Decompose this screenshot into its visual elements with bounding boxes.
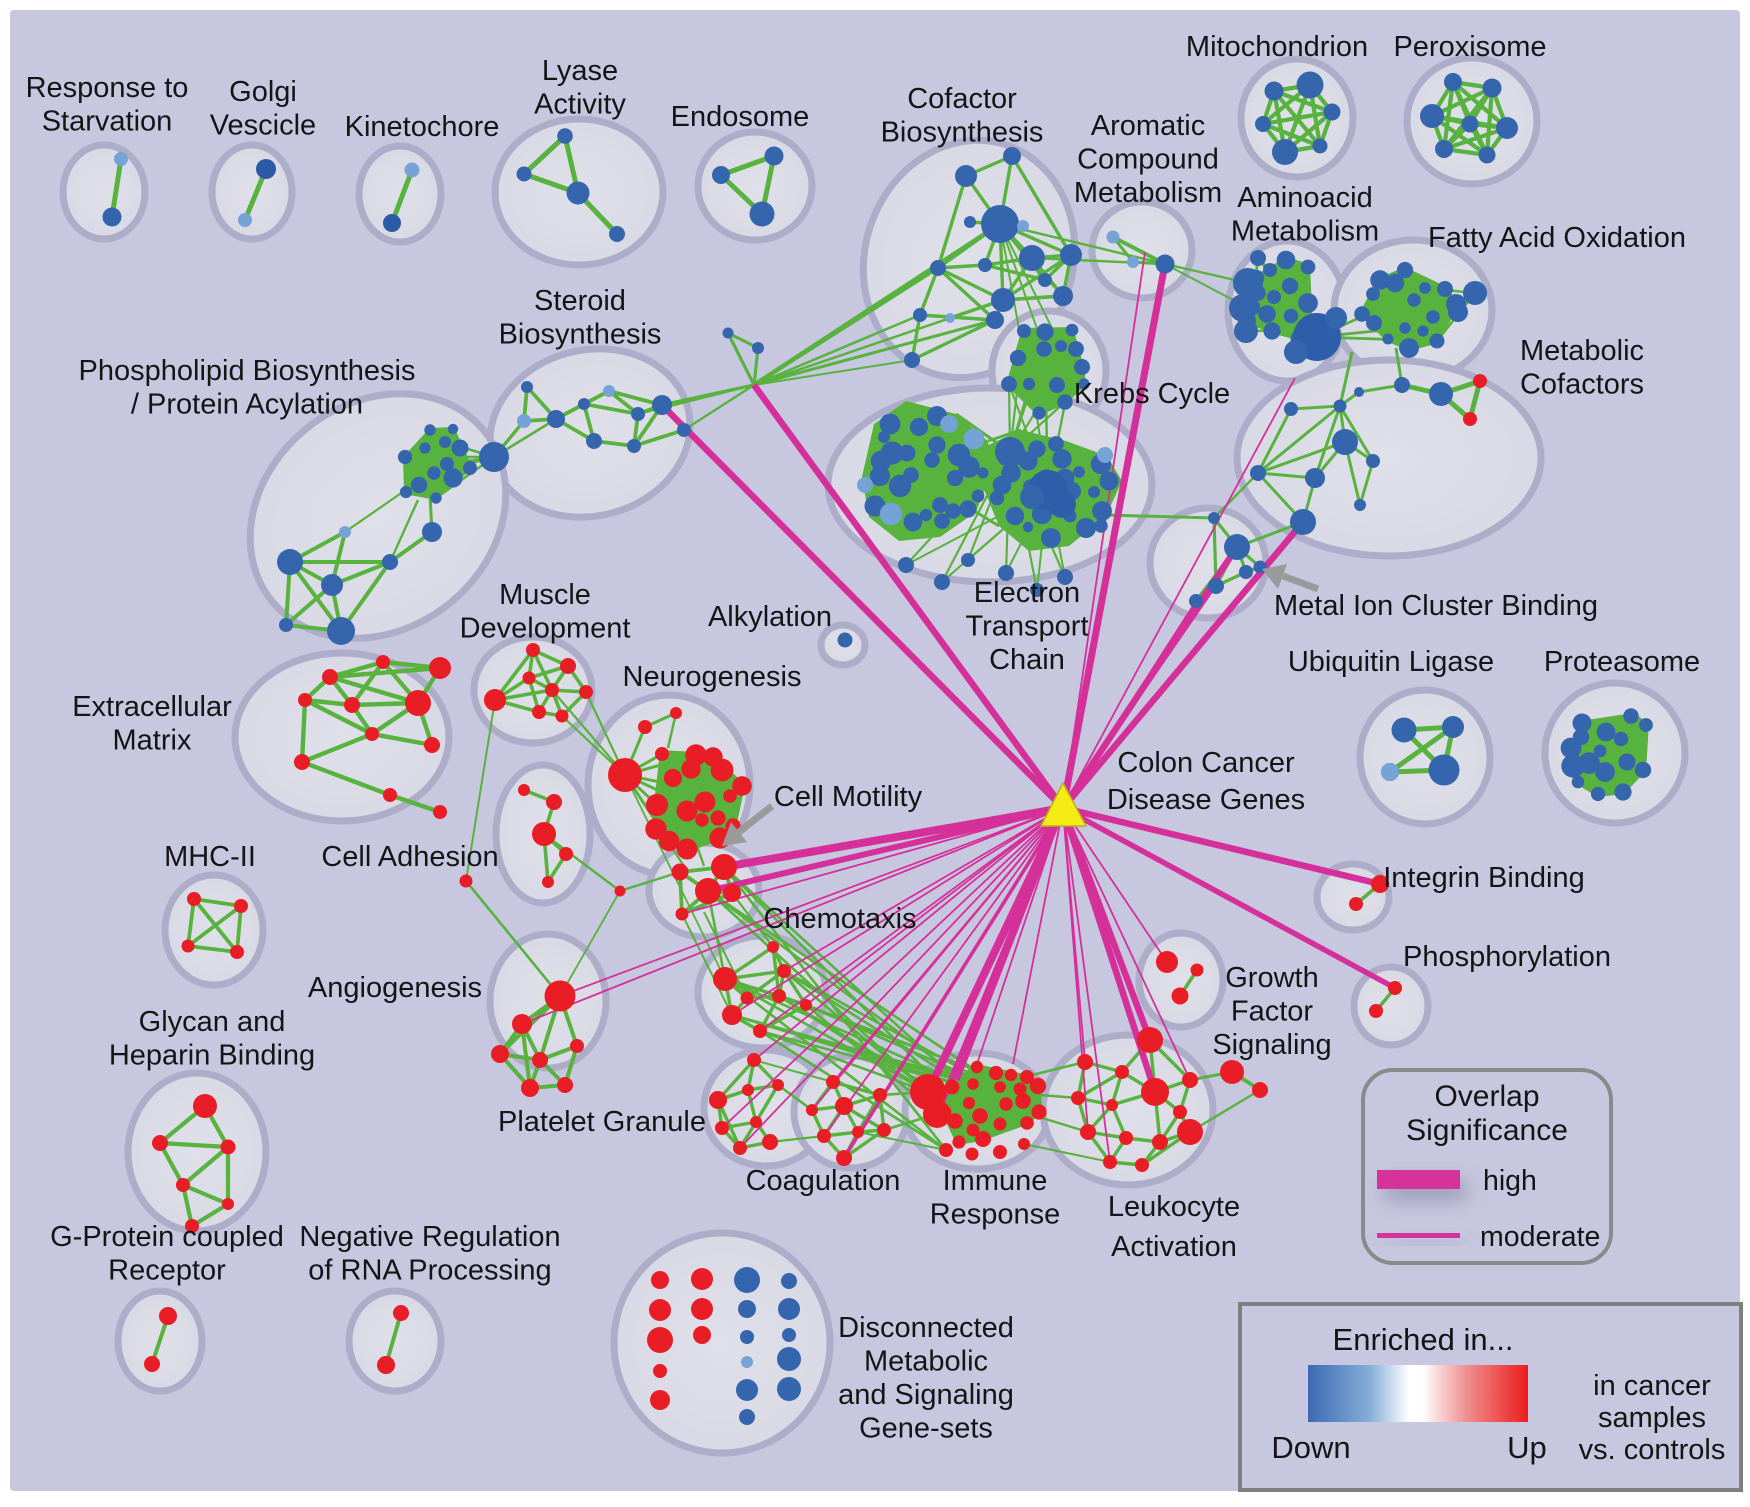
svg-text:Immune: Immune [943, 1165, 1048, 1197]
svg-text:Lyase: Lyase [542, 55, 618, 87]
svg-text:Golgi: Golgi [229, 76, 297, 108]
svg-text:vs. controls: vs. controls [1579, 1434, 1726, 1466]
svg-text:Compound: Compound [1077, 144, 1219, 176]
svg-text:Heparin Binding: Heparin Binding [109, 1040, 315, 1072]
svg-text:Activation: Activation [1111, 1231, 1237, 1263]
svg-text:Cell Adhesion: Cell Adhesion [321, 841, 498, 873]
svg-text:Colon Cancer: Colon Cancer [1117, 747, 1295, 779]
svg-text:and Signaling: and Signaling [838, 1379, 1014, 1411]
svg-text:Metabolic: Metabolic [1520, 335, 1644, 367]
svg-text:Electron: Electron [974, 577, 1080, 609]
svg-text:Vescicle: Vescicle [210, 110, 316, 142]
svg-text:Gene-sets: Gene-sets [859, 1413, 993, 1445]
svg-text:of RNA Processing: of RNA Processing [308, 1255, 551, 1287]
svg-text:Krebs Cycle: Krebs Cycle [1074, 378, 1230, 410]
svg-text:Fatty Acid Oxidation: Fatty Acid Oxidation [1428, 222, 1686, 254]
svg-text:Transport: Transport [965, 611, 1088, 643]
svg-text:moderate: moderate [1480, 1221, 1600, 1253]
svg-text:Overlap: Overlap [1434, 1080, 1539, 1113]
svg-text:Phospholipid Biosynthesis: Phospholipid Biosynthesis [79, 355, 416, 387]
svg-text:G-Protein coupled: G-Protein coupled [50, 1221, 284, 1253]
svg-text:Mitochondrion: Mitochondrion [1186, 31, 1368, 63]
svg-text:Negative Regulation: Negative Regulation [299, 1221, 560, 1253]
svg-text:Coagulation: Coagulation [746, 1165, 901, 1197]
svg-text:Metabolism: Metabolism [1231, 216, 1379, 248]
svg-text:Muscle: Muscle [499, 579, 591, 611]
svg-text:Metabolic: Metabolic [864, 1346, 988, 1378]
svg-text:Endosome: Endosome [671, 101, 810, 133]
svg-text:Matrix: Matrix [113, 725, 192, 757]
svg-text:Disease Genes: Disease Genes [1107, 784, 1305, 816]
svg-text:Disconnected: Disconnected [838, 1312, 1014, 1344]
svg-text:Neurogenesis: Neurogenesis [623, 661, 802, 693]
svg-text:Growth: Growth [1225, 962, 1318, 994]
svg-text:Response: Response [930, 1199, 1061, 1231]
svg-text:Peroxisome: Peroxisome [1393, 31, 1546, 63]
svg-text:Cell Motility: Cell Motility [774, 781, 923, 813]
svg-text:Receptor: Receptor [108, 1255, 226, 1287]
svg-text:Cofactors: Cofactors [1520, 369, 1644, 401]
svg-text:Angiogenesis: Angiogenesis [308, 972, 482, 1004]
svg-text:Biosynthesis: Biosynthesis [499, 319, 662, 351]
svg-text:Phosphorylation: Phosphorylation [1403, 941, 1611, 973]
svg-text:Metabolism: Metabolism [1074, 177, 1222, 209]
svg-text:Cofactor: Cofactor [907, 83, 1017, 115]
svg-text:Development: Development [460, 613, 631, 645]
svg-text:Response to: Response to [26, 72, 189, 104]
svg-text:Biosynthesis: Biosynthesis [881, 117, 1044, 149]
svg-text:Enriched in...: Enriched in... [1333, 1322, 1514, 1357]
svg-text:Integrin Binding: Integrin Binding [1383, 862, 1585, 894]
svg-text:in cancer: in cancer [1593, 1370, 1711, 1402]
svg-text:Proteasome: Proteasome [1544, 646, 1700, 678]
svg-text:Factor: Factor [1231, 996, 1314, 1028]
svg-text:Glycan and: Glycan and [139, 1006, 286, 1038]
svg-text:Metal Ion Cluster Binding: Metal Ion Cluster Binding [1274, 590, 1598, 622]
svg-text:MHC-II: MHC-II [164, 841, 256, 873]
svg-text:Kinetochore: Kinetochore [345, 111, 500, 143]
svg-text:Alkylation: Alkylation [708, 601, 832, 633]
svg-text:Up: Up [1507, 1430, 1547, 1465]
svg-text:Significance: Significance [1406, 1114, 1568, 1147]
svg-text:/ Protein Acylation: / Protein Acylation [131, 389, 363, 421]
svg-text:Chemotaxis: Chemotaxis [763, 903, 916, 935]
svg-text:Platelet Granule: Platelet Granule [498, 1106, 706, 1138]
svg-text:samples: samples [1598, 1402, 1706, 1434]
svg-text:Activity: Activity [534, 89, 626, 121]
svg-text:Chain: Chain [989, 644, 1065, 676]
svg-text:Down: Down [1271, 1430, 1350, 1465]
svg-text:Starvation: Starvation [42, 106, 173, 138]
svg-text:Leukocyte: Leukocyte [1108, 1191, 1240, 1223]
svg-text:Aromatic: Aromatic [1091, 110, 1205, 142]
svg-text:Signaling: Signaling [1212, 1029, 1331, 1061]
svg-text:Ubiquitin Ligase: Ubiquitin Ligase [1288, 646, 1494, 678]
svg-text:Extracellular: Extracellular [72, 691, 232, 723]
svg-text:Aminoacid: Aminoacid [1237, 182, 1372, 214]
svg-text:Steroid: Steroid [534, 285, 626, 317]
svg-text:high: high [1483, 1165, 1537, 1197]
